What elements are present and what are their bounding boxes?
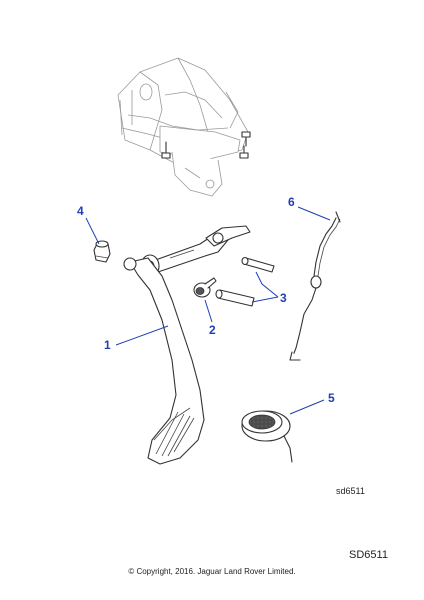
callout-1: 1: [104, 338, 111, 352]
pedal-assembly: [123, 225, 251, 465]
callout-2: 2: [209, 323, 216, 337]
mounting-studs: [161, 131, 251, 159]
control-rod: [289, 211, 341, 361]
leader-3b: [251, 296, 279, 303]
leader-5: [289, 399, 325, 415]
leader-4: [85, 217, 100, 245]
diagram-code: SD6511: [349, 549, 388, 561]
pedal-box-mounting-structure: [117, 57, 249, 197]
callout-3: 3: [280, 291, 287, 305]
leader-3: [255, 271, 279, 298]
leader-lines: [85, 206, 331, 415]
pivot-pins: [215, 256, 275, 307]
leader-6: [297, 206, 331, 221]
pedal-clip: [193, 277, 217, 298]
pedal-sensor: [241, 410, 293, 463]
callout-4: 4: [77, 204, 84, 218]
figure-reference: sd6511: [336, 486, 365, 496]
leader-1: [115, 325, 169, 346]
callout-5: 5: [328, 391, 335, 405]
copyright-notice: © Copyright, 2016. Jaguar Land Rover Lim…: [128, 567, 296, 576]
callout-6: 6: [288, 195, 295, 209]
bump-stop: [93, 240, 111, 263]
leader-2: [204, 299, 213, 323]
